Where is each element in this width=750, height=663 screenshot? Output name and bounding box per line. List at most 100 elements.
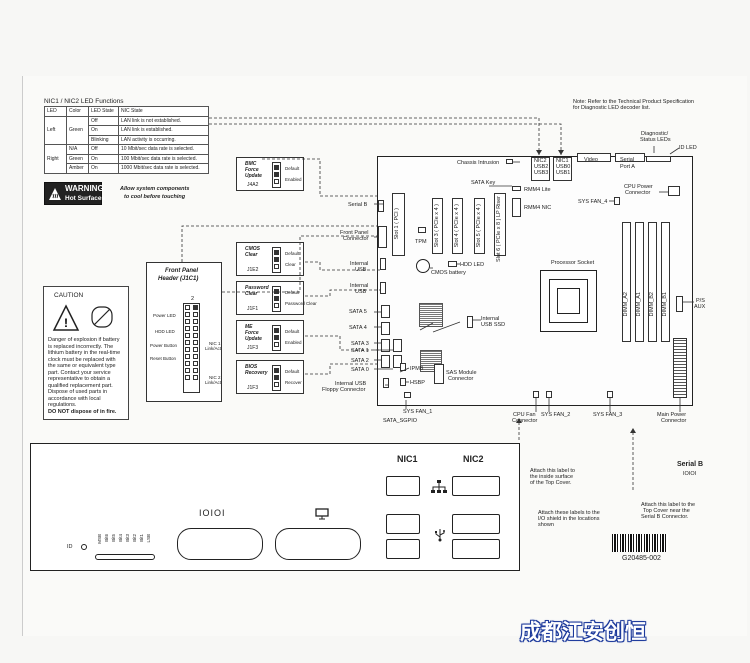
- sys-fan-2-label: SYS FAN_2: [541, 412, 571, 418]
- header-pin: [193, 368, 198, 373]
- sas-module-connector: [434, 364, 444, 384]
- diag-label-2: Status LEDs: [640, 137, 671, 143]
- sata-sgpio-label: SATA_SGPIO: [383, 418, 418, 424]
- slot-6-riser: [494, 193, 506, 256]
- front-panel-connector: [378, 226, 387, 248]
- jumper-id: J4A2: [247, 182, 259, 188]
- diagnostic-leds: [646, 156, 671, 162]
- battery-caution-box: CAUTION ! Danger of explosion if battery…: [43, 286, 129, 420]
- chassis-intrusion-header: [506, 159, 513, 164]
- header-pin: [193, 333, 198, 338]
- hsbp-label: HSBP: [410, 380, 425, 386]
- dimm-a2-slot: [622, 222, 631, 342]
- sata-3-port: [381, 339, 390, 352]
- hdd-led-header: [448, 261, 457, 267]
- rmm4-nic-header: [512, 198, 521, 217]
- heat-icon: [49, 188, 61, 200]
- usb-floppy-header: [383, 378, 389, 388]
- header-pin: [185, 340, 190, 345]
- jumper-option-alt: Clear: [285, 262, 296, 267]
- warning-title: WARNING: [65, 184, 104, 193]
- jumper-option-default: Default: [285, 369, 300, 374]
- internal-usb-floppy-label-2: Floppy Connector: [322, 387, 366, 393]
- sas-module-label-2: Connector: [448, 376, 474, 382]
- sys-fan-3-label: SYS FAN_3: [593, 412, 623, 418]
- jumper-pins: [272, 325, 281, 351]
- internal-usb-ssd-header: [467, 316, 473, 328]
- chassis-intrusion-label: Chassis Intrusion: [457, 160, 500, 166]
- internal-usb-ssd-label-1: Internal: [481, 316, 500, 322]
- attach-note-a-2: the inside surface: [530, 474, 574, 480]
- nic2-usb-port-mid: [452, 514, 500, 534]
- jumper-id: J1F3: [247, 345, 259, 351]
- sys-fan-1-label: SYS FAN_1: [403, 409, 433, 415]
- serial-port-label-2: Port A: [620, 164, 635, 170]
- nic1-usb-port-mid: [386, 514, 420, 534]
- header-pin: [193, 326, 198, 331]
- sata-5-port: [381, 305, 390, 318]
- nic2-usb-port-top: [452, 476, 500, 496]
- table-row: Left Green Off LAN link is not establish…: [44, 115, 209, 145]
- battery-warning-icon: !: [52, 304, 113, 331]
- jumper-name-2: Clear: [245, 291, 258, 297]
- slot-1-pci: [392, 193, 405, 256]
- nic1-usb-connector: [553, 157, 572, 181]
- diagnostic-led-window: [95, 554, 155, 560]
- internal-usb-label-1: Internal: [350, 261, 369, 267]
- header-pin: [185, 333, 190, 338]
- sata-4-label: SATA 4: [349, 325, 367, 331]
- video-label: Video: [584, 157, 598, 163]
- diag-led-label: Bit2: [132, 534, 137, 542]
- processor-socket: [540, 270, 597, 332]
- ps-aux-label-1: P/S: [696, 298, 705, 304]
- header-pin: [193, 361, 198, 366]
- nic2-header-label: NIC 2: [209, 375, 221, 380]
- front-panel-connector-label-2: Connector: [343, 236, 369, 242]
- main-power-label-1: Main Power: [657, 412, 687, 418]
- header-pin: [185, 326, 190, 331]
- warning-text-1: Allow system components: [120, 186, 190, 192]
- sata-3-label: SATA 3: [351, 341, 369, 347]
- nic2-label: NIC2: [534, 158, 547, 164]
- nic-led-title: NIC1 / NIC2 LED Functions: [44, 98, 124, 105]
- usb-icon: [435, 529, 445, 542]
- note-line-2: for Diagnostic LED decoder list.: [573, 105, 651, 111]
- header-pin: [193, 375, 198, 380]
- cpu-power-connector: [668, 186, 680, 196]
- slot-4-pcie: [452, 198, 463, 254]
- warning-badge: WARNING Hot Surfaces: [44, 182, 105, 205]
- jumper-id: J1F3: [247, 385, 259, 391]
- usb3-label: USB3: [534, 170, 549, 176]
- attach-note-a-1: Attach this label to: [530, 468, 575, 474]
- header-pin: [193, 354, 198, 359]
- jumper-name-1: CMOS: [245, 246, 260, 252]
- sys-fan-2-header: [546, 391, 552, 398]
- jumper-id: J1E2: [247, 267, 259, 273]
- serial-port-label-1: Serial: [620, 157, 635, 163]
- barcode: [612, 534, 668, 552]
- processor-socket-label: Processor Socket: [551, 260, 595, 266]
- jumper-pins: [272, 365, 281, 391]
- jumper-name-3: Update: [245, 173, 262, 179]
- attach-note-b-2: I/O shield in the locations: [538, 516, 600, 522]
- jumper-name-1: BIOS: [245, 364, 258, 370]
- hot-surface-warning: WARNING Hot Surfaces Allow system compon…: [44, 182, 192, 206]
- cpu-fan-header: [533, 391, 539, 398]
- ps-aux-connector: [676, 296, 683, 312]
- sata-4-port: [381, 322, 390, 335]
- main-power-label-2: Connector: [661, 418, 687, 424]
- diag-led-label: LSB: [146, 534, 151, 543]
- jumper-pins: [272, 286, 281, 312]
- sata-key-label: SATA Key: [471, 180, 496, 186]
- header-pin: [185, 375, 190, 380]
- attach-note-c-2: Top Cover near the: [643, 508, 690, 514]
- cpu-fan-label-2: Connector: [512, 418, 538, 424]
- jumper-option-alt: Enabled: [285, 340, 302, 345]
- sata-5-label: SATA 5: [349, 309, 367, 315]
- slot-5-pcie: [474, 198, 485, 254]
- diag-led-label: Bit3: [125, 534, 130, 542]
- sata-2-port: [381, 355, 390, 368]
- jumper-option-alt: Password Clear: [285, 301, 317, 306]
